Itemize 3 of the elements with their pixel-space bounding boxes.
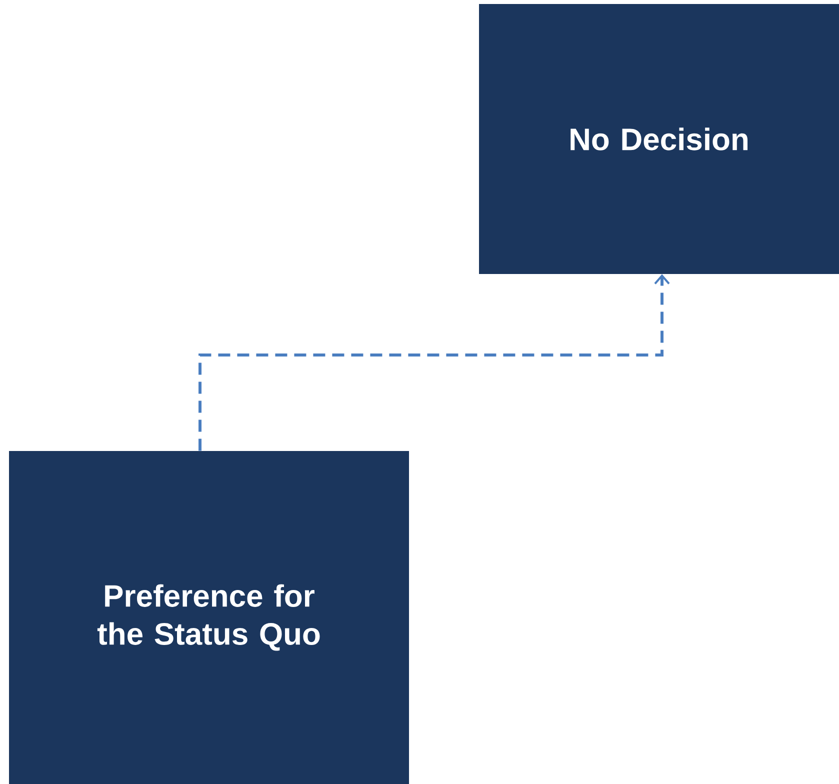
- process-box: Preference for the Status Quo: [9, 450, 409, 784]
- arrow: [198, 274, 670, 451]
- process-box: No Decision: [479, 4, 839, 274]
